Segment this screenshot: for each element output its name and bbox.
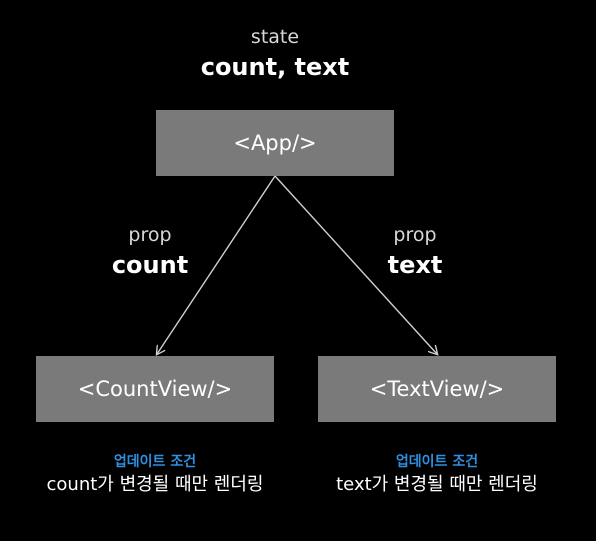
prop-caption-right: prop	[393, 224, 437, 246]
app-node: <App/>	[156, 110, 394, 176]
update-text-left: count가 변경될 때만 렌더링	[46, 474, 264, 495]
prop-value-left: count	[111, 251, 189, 279]
update-heading-left: 업데이트 조건	[113, 454, 197, 470]
prop-label-text: prop text	[365, 224, 465, 279]
prop-caption-left: prop	[128, 224, 172, 246]
update-heading-right: 업데이트 조건	[395, 454, 479, 470]
update-condition-right: 업데이트 조건 text가 변경될 때만 렌더링	[297, 455, 577, 494]
prop-label-count: prop count	[100, 224, 200, 279]
textview-node: <TextView/>	[318, 356, 556, 422]
countview-node: <CountView/>	[36, 356, 274, 422]
state-caption: state	[250, 26, 300, 48]
state-value: count, text	[200, 53, 350, 81]
app-node-label: <App/>	[233, 130, 317, 155]
app-state-group: state count, text	[175, 26, 375, 81]
textview-node-label: <TextView/>	[369, 376, 505, 401]
update-text-right: text가 변경될 때만 렌더링	[336, 474, 538, 495]
countview-node-label: <CountView/>	[77, 376, 233, 401]
prop-value-right: text	[387, 251, 443, 279]
update-condition-left: 업데이트 조건 count가 변경될 때만 렌더링	[15, 455, 295, 494]
